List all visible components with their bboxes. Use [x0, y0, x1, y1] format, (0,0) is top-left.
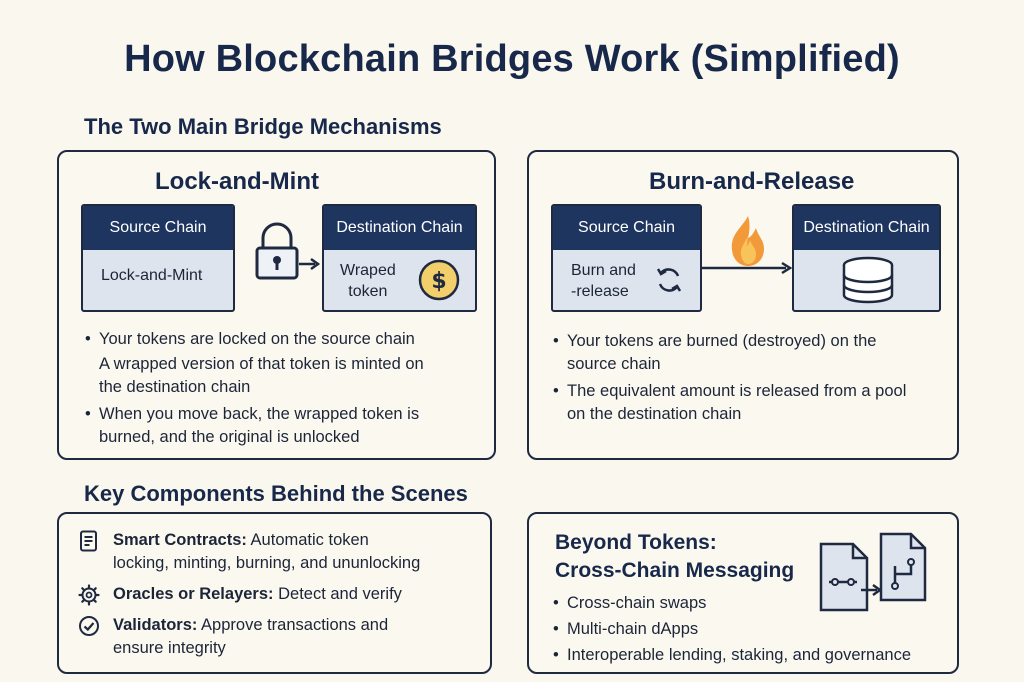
br-source-chain-header: Source Chain — [553, 206, 700, 250]
br-bullet-1: •Your tokens are burned (destroyed) on t… — [553, 332, 877, 350]
lm-destination-chain-header: Destination Chain — [324, 206, 475, 250]
lock-icon — [241, 220, 321, 284]
beyond-item-2-text: Multi-chain dApps — [567, 620, 699, 638]
smart-contracts-text: Automatic token — [246, 531, 369, 549]
beyond-title-line1: Beyond Tokens: — [555, 531, 717, 554]
br-bullet-2-text: The equivalent amount is released from a… — [567, 382, 907, 400]
lm-bullet-2: •When you move back, the wrapped token i… — [85, 405, 420, 423]
smart-contracts-line2: locking, minting, burning, and ununlocki… — [113, 554, 421, 572]
smart-contracts-label: Smart Contracts: — [113, 531, 247, 549]
beyond-tokens-panel: Beyond Tokens: Cross-Chain Messaging •Cr… — [527, 512, 959, 674]
mechanisms-heading: The Two Main Bridge Mechanisms — [84, 114, 442, 139]
br-bullet-2: •The equivalent amount is released from … — [553, 382, 907, 400]
lm-line-3: the destination chain — [99, 378, 251, 396]
beyond-item-2: •Multi-chain dApps — [553, 620, 699, 638]
lm-bullet-2-text: When you move back, the wrapped token is — [99, 405, 420, 423]
cross-chain-message-icon — [817, 530, 933, 614]
br-bullet-1-text: Your tokens are burned (destroyed) on th… — [567, 332, 877, 350]
oracles-item: Oracles or Relayers: Detect and verify — [113, 583, 402, 606]
lm-wrapped-line2: token — [348, 283, 388, 300]
lm-wrapped-token-label: Wraped token — [340, 260, 396, 302]
lm-wrapped-line1: Wraped — [340, 262, 396, 279]
br-bullet-2-cont: on the destination chain — [567, 405, 742, 423]
beyond-item-3-text: Interoperable lending, staking, and gove… — [567, 646, 911, 664]
gear-icon — [78, 584, 100, 606]
oracles-text: Detect and verify — [273, 585, 402, 603]
beyond-tokens-title: Beyond Tokens: Cross-Chain Messaging — [555, 529, 794, 585]
flame-icon — [702, 210, 794, 280]
br-source-line1: Burn and — [571, 262, 636, 279]
components-panel: Smart Contracts: Automatic token locking… — [57, 512, 492, 674]
burn-and-release-panel: Burn-and-Release Source Chain Burn and -… — [527, 150, 959, 460]
lm-bullet-1: •Your tokens are locked on the source ch… — [85, 330, 415, 348]
br-destination-chain-box: Destination Chain — [792, 204, 941, 312]
beyond-title-line2: Cross-Chain Messaging — [555, 559, 795, 582]
smart-contracts-item: Smart Contracts: Automatic token — [113, 529, 369, 552]
validators-item: Validators: Approve transactions and — [113, 614, 388, 637]
components-heading: Key Components Behind the Scenes — [84, 481, 468, 506]
check-circle-icon — [78, 615, 100, 637]
br-destination-chain-header: Destination Chain — [794, 206, 939, 250]
page-title: How Blockchain Bridges Work (Simplified) — [124, 38, 900, 80]
oracles-label: Oracles or Relayers: — [113, 585, 274, 603]
br-bullet-1-cont: source chain — [567, 355, 661, 373]
br-source-chain-label: Burn and -release — [571, 260, 636, 302]
beyond-item-3: •Interoperable lending, staking, and gov… — [553, 646, 911, 664]
document-icon — [79, 530, 99, 552]
burn-and-release-title: Burn-and-Release — [649, 168, 855, 195]
database-icon — [840, 256, 896, 306]
validators-text: Approve transactions and — [197, 616, 389, 634]
lm-source-chain-label: Lock-and-Mint — [101, 267, 203, 284]
br-source-chain-box: Source Chain Burn and -release — [551, 204, 702, 312]
svg-text:$: $ — [431, 269, 446, 294]
validators-label: Validators: — [113, 616, 198, 634]
lock-and-mint-title: Lock-and-Mint — [155, 168, 319, 195]
lock-and-mint-panel: Lock-and-Mint Source Chain Lock-and-Mint… — [57, 150, 496, 460]
dollar-coin-icon: $ — [417, 258, 461, 302]
lm-bullet-2-cont: burned, and the original is unlocked — [99, 428, 360, 446]
lm-line-2: A wrapped version of that token is minte… — [99, 355, 424, 373]
br-source-line2: -release — [571, 283, 629, 300]
beyond-item-1-text: Cross-chain swaps — [567, 594, 707, 612]
beyond-item-1: •Cross-chain swaps — [553, 594, 707, 612]
lm-destination-chain-box: Destination Chain Wraped token $ — [322, 204, 477, 312]
refresh-icon — [653, 264, 685, 296]
lm-bullet-1-text: Your tokens are locked on the source cha… — [99, 330, 415, 348]
lm-source-chain-header: Source Chain — [83, 206, 233, 250]
validators-line2: ensure integrity — [113, 639, 226, 657]
lm-source-chain-box: Source Chain Lock-and-Mint — [81, 204, 235, 312]
